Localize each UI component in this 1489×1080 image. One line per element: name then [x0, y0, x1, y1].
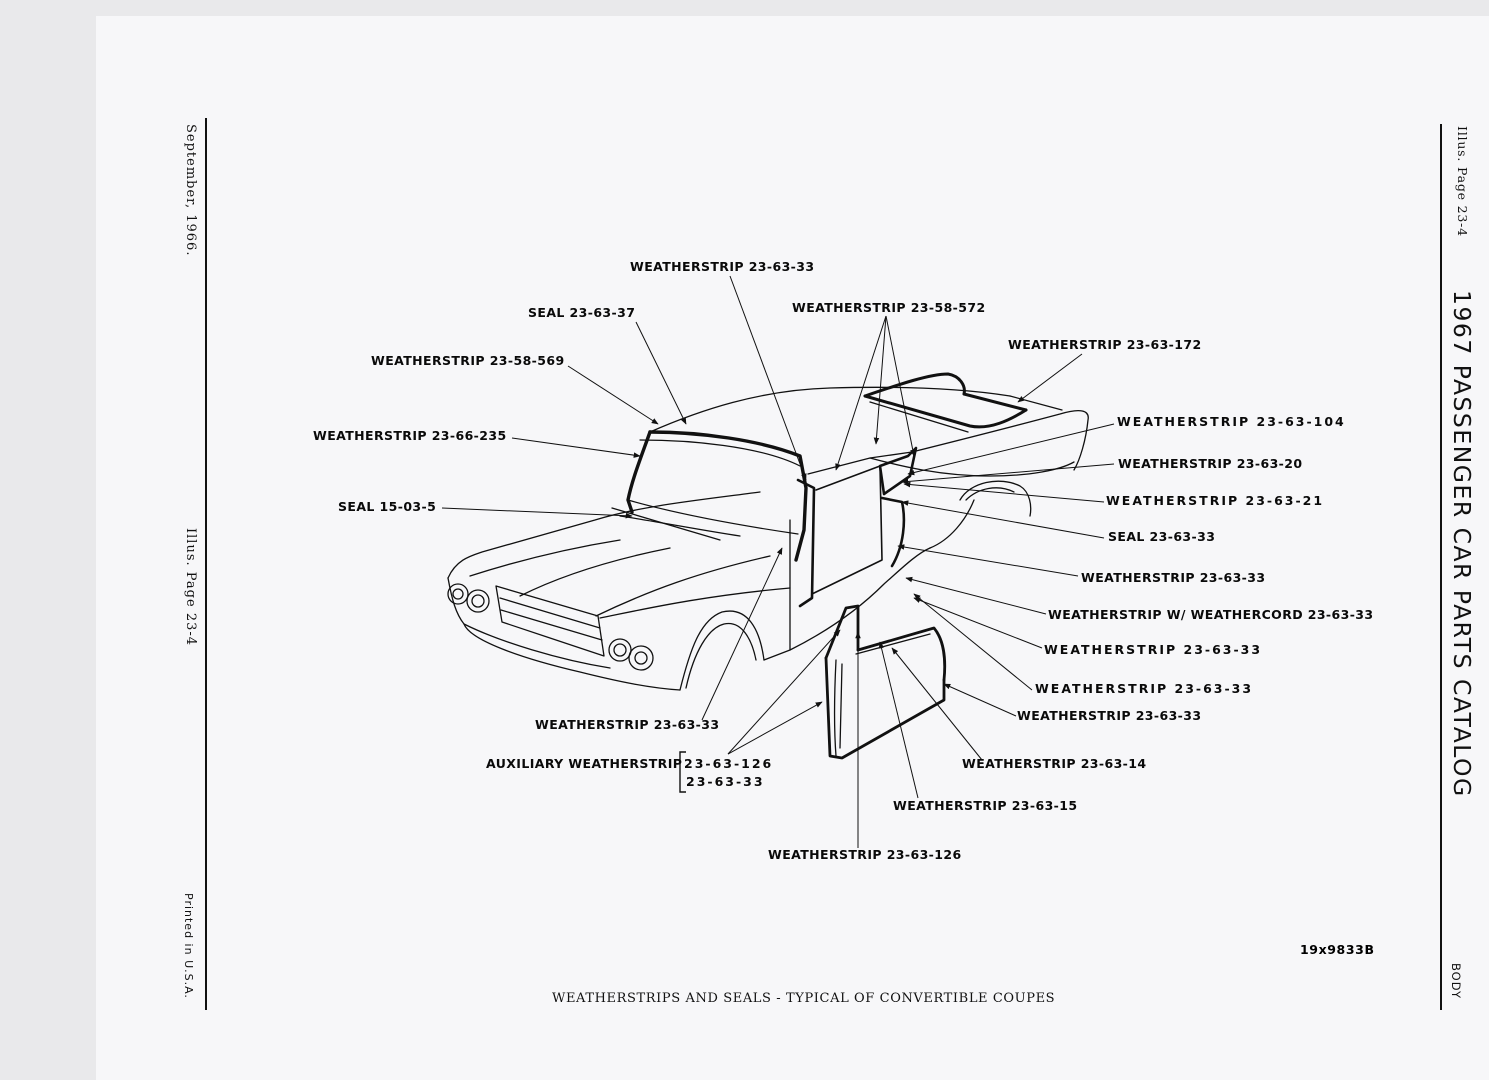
callout-weatherstrip-23-58-569: WEATHERSTRIP 23-58-569: [371, 353, 565, 368]
callout-weatherstrip-23-63-15: WEATHERSTRIP 23-63-15: [893, 798, 1078, 813]
callout-weatherstrip-23-63-172: WEATHERSTRIP 23-63-172: [1008, 337, 1202, 352]
callout-auxiliary-part-2: 23-63-33: [686, 774, 765, 789]
callout-auxiliary-weatherstrip: AUXILIARY WEATHERSTRIP: [486, 756, 683, 771]
car-body-outline: [447, 372, 1089, 760]
callout-weatherstrip-23-63-33-c: WEATHERSTRIP 23-63-33: [1035, 681, 1254, 696]
callout-weatherstrip-23-63-33-b: WEATHERSTRIP 23-63-33: [1044, 642, 1263, 657]
callout-weatherstrip-23-63-21: WEATHERSTRIP 23-63-21: [1106, 493, 1325, 508]
callout-seal-23-63-33: SEAL 23-63-33: [1108, 529, 1216, 544]
leader-lines: [441, 275, 1115, 848]
callout-weatherstrip-23-63-20: WEATHERSTRIP 23-63-20: [1118, 456, 1303, 471]
callout-seal-15-03-5: SEAL 15-03-5: [338, 499, 437, 514]
callout-weatherstrip-23-63-33-d: WEATHERSTRIP 23-63-33: [1017, 708, 1202, 723]
callout-weatherstrip-23-63-126: WEATHERSTRIP 23-63-126: [768, 847, 962, 862]
callout-weatherstrip-23-63-33-pillar: WEATHERSTRIP 23-63-33: [535, 717, 720, 732]
callout-weatherstrip-23-66-235: WEATHERSTRIP 23-66-235: [313, 428, 507, 443]
callout-seal-23-63-37: SEAL 23-63-37: [528, 305, 636, 320]
auxiliary-bracket: [679, 751, 686, 793]
callout-weatherstrip-23-63-14: WEATHERSTRIP 23-63-14: [962, 756, 1147, 771]
callout-weatherstrip-23-63-33-top: WEATHERSTRIP 23-63-33: [630, 259, 815, 274]
callout-auxiliary-part-1: 23-63-126: [684, 756, 774, 771]
figure-caption: WEATHERSTRIPS AND SEALS - TYPICAL OF CON…: [552, 991, 1056, 1006]
right-margin-rule: [1440, 124, 1442, 1010]
catalog-page: [96, 16, 1489, 1080]
left-margin-rule: [205, 118, 207, 1010]
callout-weatherstrip-weathercord: WEATHERSTRIP W/ WEATHERCORD 23-63-33: [1048, 607, 1374, 622]
callout-weatherstrip-23-58-572: WEATHERSTRIP 23-58-572: [792, 300, 986, 315]
callout-weatherstrip-23-63-104: WEATHERSTRIP 23-63-104: [1117, 414, 1346, 429]
figure-number: 19x9833B: [1300, 942, 1375, 957]
callout-weatherstrip-23-63-33-a: WEATHERSTRIP 23-63-33: [1081, 570, 1266, 585]
